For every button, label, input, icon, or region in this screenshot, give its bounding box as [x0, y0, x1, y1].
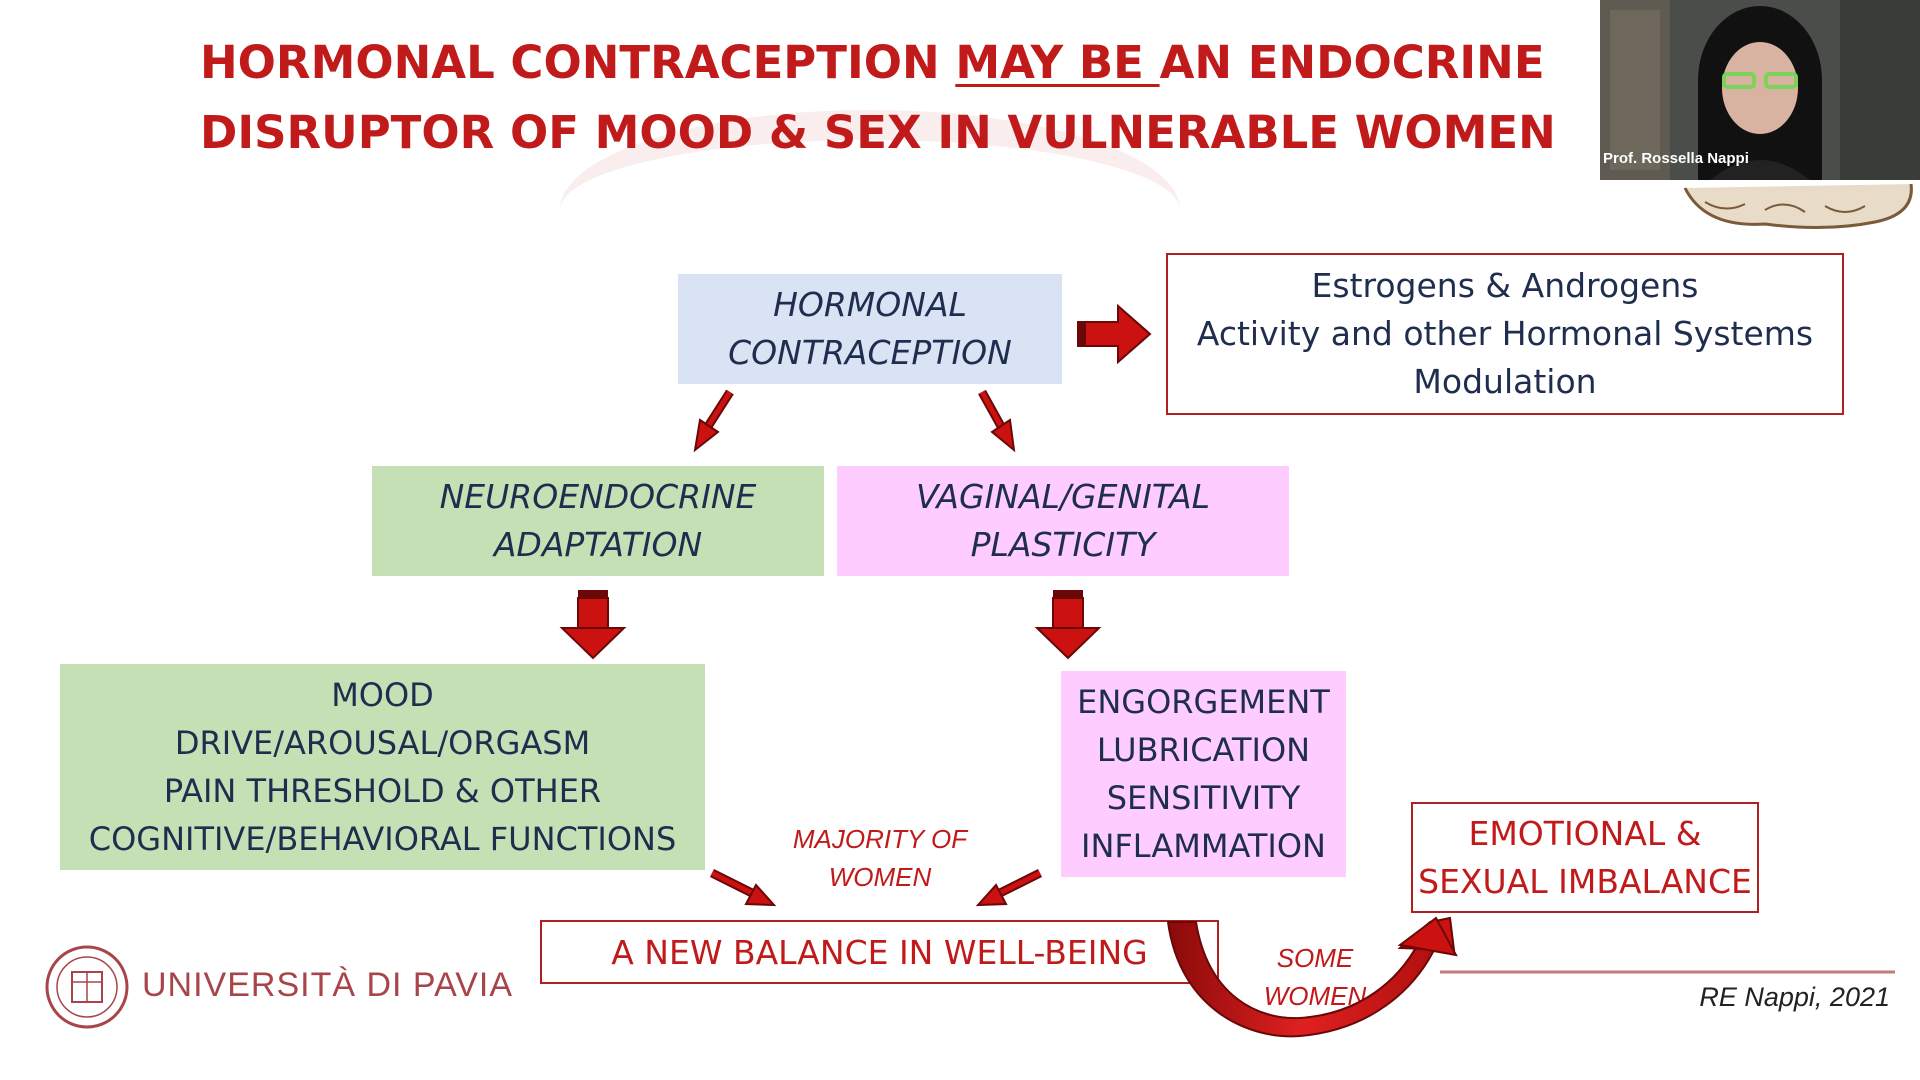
arrow-majority-right: [975, 868, 1043, 907]
arrow-down-to-genital-response: [1034, 590, 1102, 660]
university-name: UNIVERSITÀ DI PAVIA: [142, 966, 514, 1004]
arrow-down-to-mood: [559, 590, 627, 660]
title-emphasis: MAY BE: [955, 36, 1160, 89]
vaginal-genital-plasticity-box: VAGINAL/GENITAL PLASTICITY: [837, 466, 1289, 576]
speaker-video[interactable]: [1600, 0, 1920, 180]
curved-arrow-some-women: [1166, 916, 1458, 1038]
speaker-name: Prof. Rossella Nappi: [1603, 150, 1749, 167]
arrow-right-to-modulation: [1077, 303, 1152, 365]
brain-icon: [1683, 183, 1913, 230]
speaker-portrait-icon: [1600, 0, 1920, 180]
slide-title: HORMONAL CONTRACEPTION MAY BE AN ENDOCRI…: [200, 28, 1600, 168]
arrow-majority-left: [709, 868, 777, 907]
arrow-to-neuroendocrine: [693, 389, 734, 453]
majority-of-women-label: MAJORITY OF WOMEN: [792, 824, 968, 892]
university-seal-icon: [45, 945, 129, 1029]
genital-response-box: ENGORGEMENT LUBRICATION SENSITIVITY INFL…: [1061, 671, 1346, 877]
neuroendocrine-adaptation-box: NEUROENDOCRINE ADAPTATION: [372, 466, 824, 576]
new-balance-box: A NEW BALANCE IN WELL-BEING: [540, 920, 1219, 984]
arrow-to-vaginal: [978, 389, 1016, 453]
hormone-modulation-box: Estrogens & Androgens Activity and other…: [1166, 253, 1844, 415]
mood-functions-box: MOOD DRIVE/AROUSAL/ORGASM PAIN THRESHOLD…: [60, 664, 705, 870]
title-line-1: HORMONAL CONTRACEPTION MAY BE AN ENDOCRI…: [200, 36, 1545, 89]
hormonal-contraception-box: HORMONAL CONTRACEPTION: [678, 274, 1062, 384]
title-line-2: DISRUPTOR OF MOOD & SEX IN VULNERABLE WO…: [200, 106, 1556, 159]
emotional-sexual-imbalance-box: EMOTIONAL & SEXUAL IMBALANCE: [1411, 802, 1759, 913]
citation: RE Nappi, 2021: [1699, 982, 1890, 1012]
